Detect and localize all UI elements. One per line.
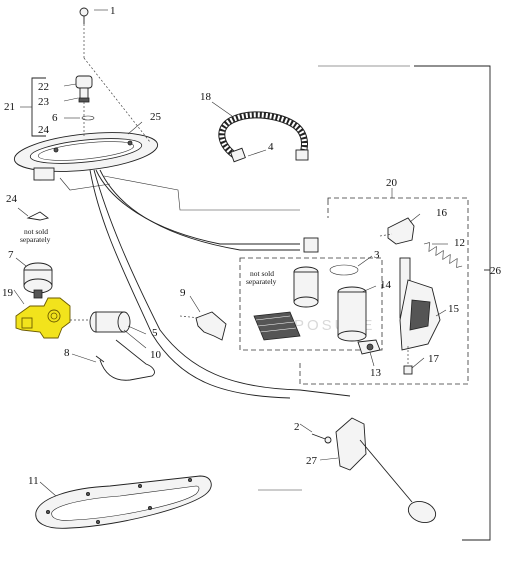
label-24-top: 24 (38, 124, 50, 136)
label-7: 7 (8, 249, 14, 261)
regulator-7 (23, 262, 53, 299)
callout-labels: 1 2 3 4 5 6 7 8 9 10 11 12 13 14 15 16 1… (2, 5, 502, 487)
note-not-sold-mid-1: not sold (250, 269, 274, 278)
label-8: 8 (64, 347, 70, 359)
label-13: 13 (370, 367, 382, 379)
label-2: 2 (294, 421, 300, 433)
label-25: 25 (150, 111, 162, 123)
cap-22-23 (75, 75, 95, 138)
label-21: 21 (4, 101, 15, 113)
fuel-pump-14 (253, 237, 319, 341)
label-3: 3 (374, 249, 380, 261)
fuel-lines (59, 169, 351, 399)
label-19: 19 (2, 287, 14, 299)
wire-8 (95, 339, 155, 381)
label-27: 27 (306, 455, 318, 467)
sleeve-14 (337, 286, 367, 342)
grommet-13 (357, 339, 381, 355)
label-5: 5 (152, 327, 158, 339)
notes: not sold separately not sold separately (20, 227, 277, 286)
connector-16 (379, 217, 415, 245)
screw-1 (79, 7, 151, 143)
bracket-9 (179, 311, 227, 341)
label-20: 20 (386, 177, 398, 189)
ring-3 (329, 264, 359, 276)
housing-19-highlighted[interactable] (15, 297, 71, 339)
spring-12 (423, 242, 463, 268)
group-20-box (299, 188, 469, 385)
note-not-sold-left-1: not sold (24, 227, 48, 236)
flange-25 (13, 132, 159, 181)
label-10: 10 (150, 349, 162, 361)
label-11: 11 (28, 475, 39, 487)
label-23: 23 (38, 96, 50, 108)
bracket-21 (20, 77, 46, 137)
leader-lines (13, 9, 448, 497)
note-not-sold-mid-2: separately (246, 277, 277, 286)
label-6: 6 (52, 112, 58, 124)
clip-24 (17, 207, 50, 221)
screw-2 (311, 433, 332, 444)
label-24-left: 24 (6, 193, 18, 205)
label-16: 16 (436, 207, 448, 219)
filter-5 (70, 311, 131, 333)
note-not-sold-left-2: separately (20, 235, 51, 244)
label-15: 15 (448, 303, 460, 315)
gasket-11 (35, 475, 212, 529)
label-22: 22 (38, 81, 49, 93)
hose-18 (218, 111, 309, 163)
sender-27 (335, 417, 437, 523)
label-4: 4 (268, 141, 274, 153)
label-26: 26 (490, 265, 502, 277)
group-14-box (239, 257, 383, 351)
label-1: 1 (110, 5, 116, 17)
label-18: 18 (200, 91, 212, 103)
label-17: 17 (428, 353, 440, 365)
label-14: 14 (380, 279, 392, 291)
frame-26 (258, 65, 491, 541)
bracket-15 (399, 257, 441, 351)
screw-17 (403, 346, 413, 375)
label-12: 12 (454, 237, 465, 249)
label-9: 9 (180, 287, 186, 299)
